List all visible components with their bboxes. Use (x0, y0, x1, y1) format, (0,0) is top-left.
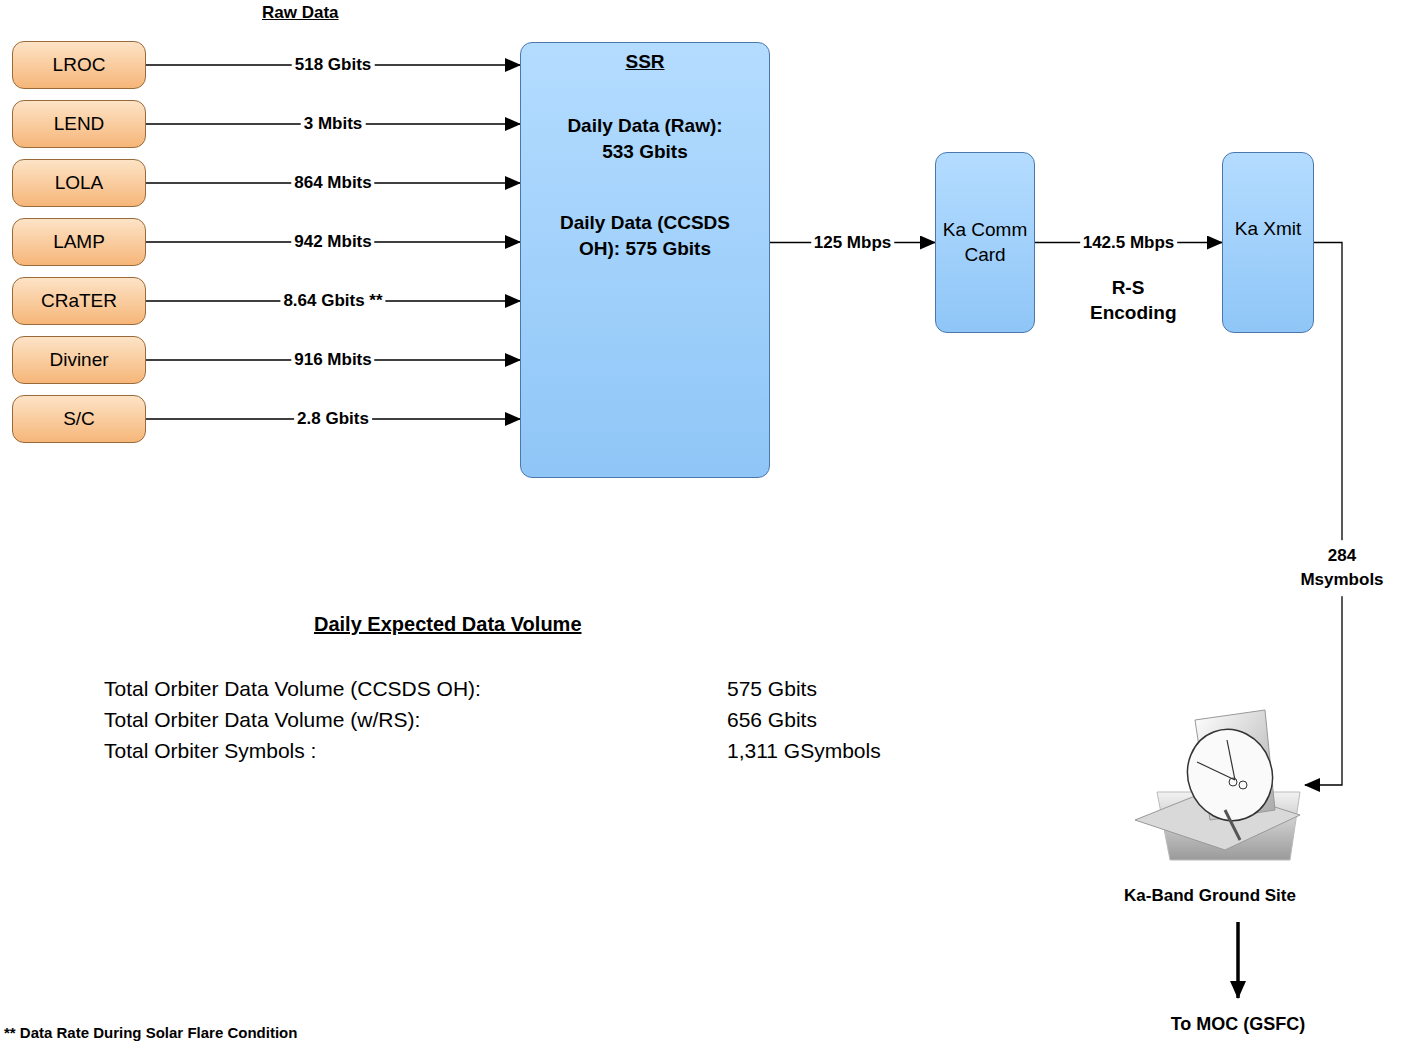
ssr-box: SSR Daily Data (Raw): 533 GbitsDaily Data… (520, 42, 770, 478)
box-text: Ka-Band Ground Site (1124, 886, 1296, 906)
data-rate-label: 2.8 Gbits (294, 409, 372, 429)
destination-label: To MOC (GSFC) (1168, 1014, 1308, 1035)
data-rate-label: 125 Mbps (811, 233, 894, 253)
data-rate-label: 518 Gbits (292, 55, 375, 75)
box-text: LROC (53, 54, 106, 76)
box-text: Diviner (49, 349, 108, 371)
dish-antenna-icon (1115, 700, 1305, 870)
instrument-box: S/C (12, 395, 146, 443)
data-rate-label: 142.5 Mbps (1080, 233, 1178, 253)
data-rate-label: 864 Mbits (291, 173, 374, 193)
instrument-box: LOLA (12, 159, 146, 207)
box-text: LOLA (55, 172, 104, 194)
data-rate-label: 3 Mbits (301, 114, 366, 134)
comm-card-box: Ka Comm Card (935, 152, 1035, 333)
instrument-box: Diviner (12, 336, 146, 384)
box-title: SSR (625, 51, 664, 73)
box-text: S/C (63, 408, 95, 430)
ground-site: Ka-Band Ground Site (1115, 700, 1305, 912)
box-text: Ka Comm Card (936, 218, 1034, 267)
instrument-box: CRaTER (12, 277, 146, 325)
box-text: Ka Xmit (1235, 217, 1302, 242)
table-cell: 656 Gbits (727, 708, 817, 732)
data-rate-label: 942 Mbits (291, 232, 374, 252)
data-rate-label: 916 Mbits (291, 350, 374, 370)
table-cell: 1,311 GSymbols (727, 739, 881, 763)
down-arrow (1236, 922, 1240, 998)
annotation: R-S Encoding (1090, 276, 1166, 325)
instrument-box: LAMP (12, 218, 146, 266)
section-heading: Daily Expected Data Volume (314, 613, 582, 636)
table-cell: Total Orbiter Data Volume (w/RS): (104, 708, 420, 732)
table-cell: 575 Gbits (727, 677, 817, 701)
transmitter-box: Ka Xmit (1222, 152, 1314, 333)
data-rate-label: 8.64 Gbits ** (280, 291, 385, 311)
table-cell: Total Orbiter Data Volume (CCSDS OH): (104, 677, 481, 701)
footnote: ** Data Rate During Solar Flare Conditio… (4, 1024, 297, 1041)
box-text: CRaTER (41, 290, 117, 312)
box-text: Daily Data (CCSDS OH): 575 Gbits (521, 210, 769, 261)
data-rate-label: 284 Msymbols (1295, 540, 1389, 596)
box-text: Daily Data (Raw): 533 Gbits (521, 113, 769, 164)
section-heading: Raw Data (262, 3, 339, 23)
box-text: LEND (54, 113, 105, 135)
box-text: LAMP (53, 231, 105, 253)
table-cell: Total Orbiter Symbols : (104, 739, 316, 763)
instrument-box: LEND (12, 100, 146, 148)
instrument-box: LROC (12, 41, 146, 89)
